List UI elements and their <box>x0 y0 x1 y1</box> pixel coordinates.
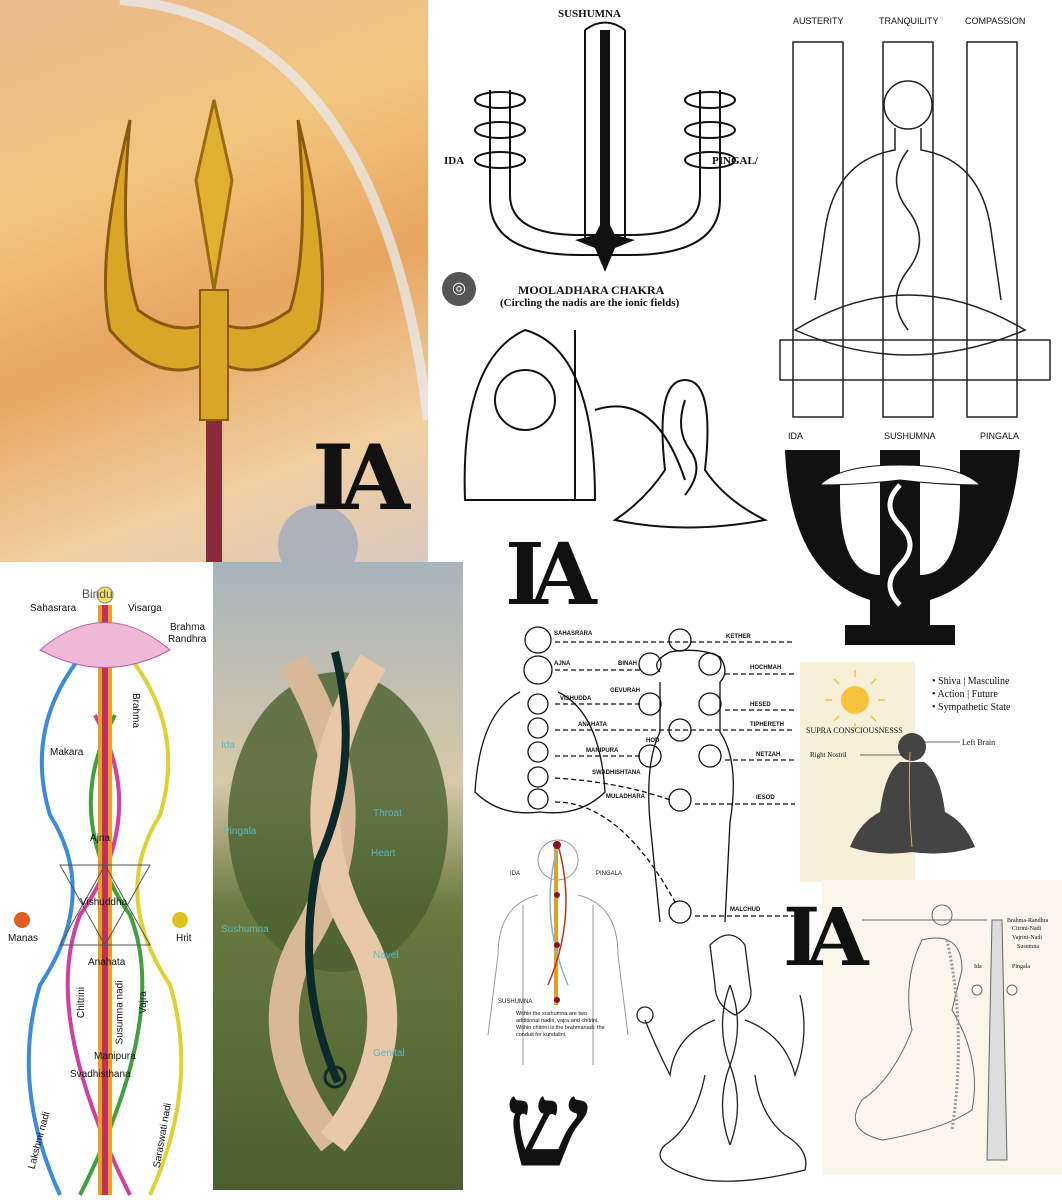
body-nadis-diagram: IDA PINGALA SUSHUMNA Within the sushumna… <box>478 835 640 1075</box>
label: Hrit <box>176 933 192 944</box>
label: Right Nostril <box>810 751 847 759</box>
label: Citrini-Nadi <box>1012 926 1042 932</box>
kundalini-painting: Ida Pingala Sushumna Throat Heart Navel … <box>213 562 463 1190</box>
trident-painting: IA <box>0 0 428 562</box>
label: Vishuddha <box>80 897 128 908</box>
label: KETHER <box>726 634 751 640</box>
label: Sahasrara <box>30 603 77 614</box>
label: PINGALA <box>596 871 623 877</box>
nadi-chart: Bindu Sahasrara Visarga Brahma Randhra M… <box>0 565 213 1200</box>
caption: MOOLADHARA CHAKRA <box>518 283 665 297</box>
label: Vajrini-Nadi <box>1012 935 1042 941</box>
pingala-label: PINGALA <box>980 431 1020 441</box>
label: Chitrini <box>76 986 88 1019</box>
label: Brahma-Randhra <box>1007 918 1049 924</box>
bullet: • Action | Future <box>932 689 998 700</box>
lens-search-button[interactable]: ◎ <box>442 272 476 306</box>
label: Randhra <box>168 634 207 645</box>
label: Heart <box>371 848 396 859</box>
seated-figure-nadis: Brahma-Randhra Citrini-Nadi Vajrini-Nadi… <box>822 880 1062 1175</box>
label: Susumna nadi <box>114 980 126 1045</box>
label: Susumna <box>1017 944 1040 950</box>
label: AJNA <box>554 661 571 667</box>
label: Ida <box>221 740 235 751</box>
label: Genital <box>373 1048 405 1059</box>
label: IESOD <box>756 795 775 801</box>
label: Pingala <box>223 826 257 837</box>
label: GEVURAH <box>610 688 641 694</box>
label: HOCHMAH <box>750 665 782 671</box>
ia-logo-mid: IA <box>505 525 597 625</box>
label: HESED <box>750 702 771 708</box>
label: Makara <box>50 747 84 758</box>
caption-sub: (Circling the nadis are the ionic fields… <box>500 297 680 309</box>
label: NETZAH <box>756 752 781 758</box>
label: SUSHUMNA <box>498 999 533 1005</box>
sushumna-diagram: SUSHUMNA IDA PINGAL/ MOOLADHARA CHAKRA (… <box>430 0 775 320</box>
tranquility-label: TRANQUILITY <box>879 16 939 26</box>
label: Manipura <box>94 1051 136 1062</box>
meditating-figure <box>779 41 1051 418</box>
ia-logo: IA <box>312 425 410 531</box>
woman-drawing <box>635 925 820 1190</box>
label: Anahata <box>88 957 126 968</box>
ida-label: IDA <box>444 155 465 167</box>
label: Sushumna <box>221 924 269 935</box>
sushumna-label: SUSHUMNA <box>884 431 936 441</box>
label: ANAHATA <box>578 722 607 728</box>
label: IDA <box>510 871 521 877</box>
note: Within the sushumna are two additional n… <box>516 1011 605 1038</box>
label: Svadhisthana <box>70 1069 131 1080</box>
label: MALCHUD <box>730 907 761 913</box>
label: Navel <box>373 950 399 961</box>
label: Pingala <box>1012 964 1030 970</box>
label: SWADHISHTANA <box>592 770 641 776</box>
sun-icon <box>825 670 975 854</box>
label: Ajna <box>90 833 111 844</box>
label: Vajra <box>137 991 149 1014</box>
nadis-illustration <box>474 21 736 272</box>
compassion-label: COMPASSION <box>965 16 1026 26</box>
trident-icon <box>104 0 428 562</box>
virtues-diagram: AUSTERITY TRANQUILITY COMPASSION <box>775 0 1062 425</box>
label: Brahma <box>130 692 142 729</box>
bullet: • Sympathetic State <box>932 702 1011 713</box>
label: Brahma <box>170 622 206 633</box>
label: Visarga <box>128 603 162 614</box>
diagram-title: SUSHUMNA <box>558 8 621 20</box>
label: SAHASRARA <box>554 631 593 637</box>
bullet: • Shiva | Masculine <box>932 676 1010 687</box>
label: Throat <box>373 808 402 819</box>
shin-letter: ש <box>505 1055 589 1194</box>
label: TIPHERETH <box>750 722 785 728</box>
label: Bindu <box>82 587 113 601</box>
psi-caduceus: IDA SUSHUMNA PINGALA <box>780 425 1062 650</box>
label: Ida <box>974 964 982 970</box>
label: MANIPURA <box>586 748 619 754</box>
label: BINAH <box>618 661 637 667</box>
ia-logo-low: IA <box>783 890 868 984</box>
ida-label: IDA <box>788 431 804 441</box>
heading: SUPRA CONSCIOUSNESSS <box>806 726 903 735</box>
label: HOD <box>646 738 660 744</box>
supra-consciousness: • Shiva | Masculine • Action | Future • … <box>800 662 1062 882</box>
shiva-drawing <box>455 320 775 535</box>
label: Left Brain <box>962 738 996 747</box>
label: MULADHARA <box>606 794 645 800</box>
label: Manas <box>8 933 39 944</box>
austerity-label: AUSTERITY <box>793 16 844 26</box>
label: VISHUDDA <box>560 696 592 702</box>
chakra-sefirot-chart: SAHASRARA AJNA VISHUDDA ANAHATA MANIPURA… <box>470 622 798 927</box>
